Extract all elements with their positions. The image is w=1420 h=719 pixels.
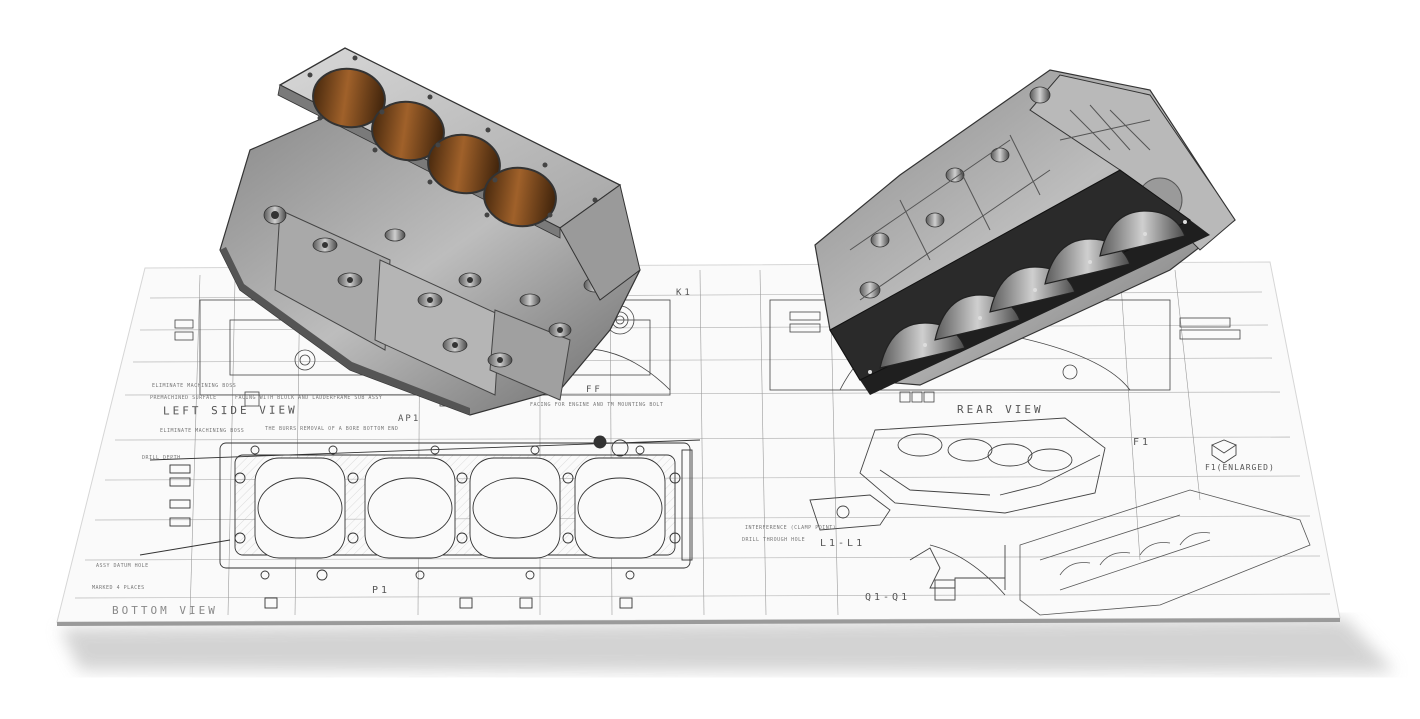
engine-block-right (814, 69, 1236, 395)
note-premachined-surface: PREMACHINED SURFACE (150, 395, 217, 401)
label-section-q1: Q1-Q1 (865, 592, 911, 603)
label-detail-f1: F1 (1133, 437, 1152, 448)
note-drill-through: DRILL THROUGH HOLE (742, 537, 806, 543)
note-assy-datum-hole: ASSY DATUM HOLE (96, 563, 149, 569)
label-datum-ff: FF (586, 385, 603, 395)
section-q1-drawing (909, 544, 1006, 601)
note-facing-engine-tm: FACING FOR ENGINE AND TM MOUNTING BOLT (530, 402, 664, 408)
label-datum-p1: P1 (372, 585, 391, 596)
label-datum-k1: K1 (676, 288, 693, 298)
iso-detail-drawing-bottom (1019, 489, 1311, 616)
note-facing-ladderframe: FACING WITH BLOCK AND LADDERFRAME SUB AS… (235, 395, 383, 401)
label-datum-ap1: AP1 (398, 414, 421, 424)
note-drill-depth: DRILL DEPTH (142, 455, 181, 461)
paper-shadow (60, 618, 1395, 672)
note-interference: INTERFERENCE (CLAMP POINT) (745, 525, 837, 531)
iso-detail-drawing-top (809, 417, 1237, 531)
note-eliminate-boss-1: ELIMINATE MACHINING BOSS (152, 383, 237, 389)
label-rear-view: REAR VIEW (957, 403, 1044, 416)
label-detail-f1-enlarged: F1(ENLARGED) (1205, 463, 1275, 472)
label-left-side-view: LEFT SIDE VIEW (162, 403, 298, 418)
label-bottom-view: BOTTOM VIEW (112, 604, 218, 617)
note-marked-4-places: MARKED 4 PLACES (92, 585, 145, 591)
note-eliminate-boss-2: ELIMINATE MACHINING BOSS (160, 428, 245, 434)
bottom-view-drawing (139, 435, 701, 609)
engine-block-left (219, 47, 641, 416)
label-section-l1: L1-L1 (820, 538, 866, 549)
note-burr-removal: THE BURRS REMOVAL OF A BORE BOTTOM END (265, 426, 399, 432)
